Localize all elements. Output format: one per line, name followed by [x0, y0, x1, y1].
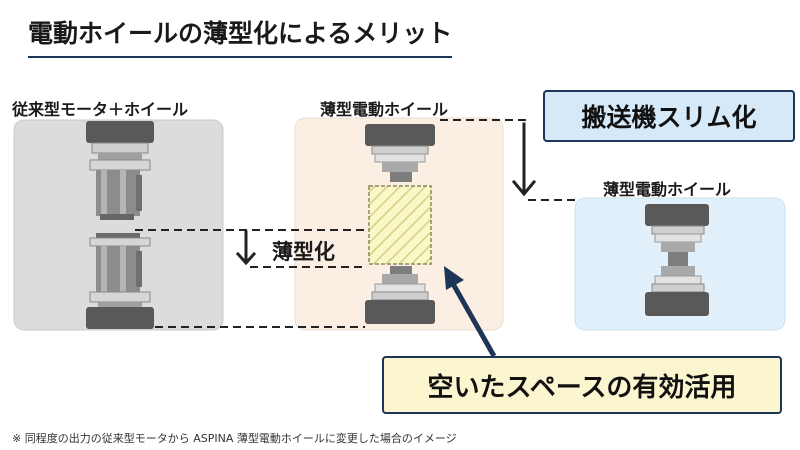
left-panel	[13, 119, 224, 331]
center-panel-label: 薄型電動ホイール	[320, 100, 449, 119]
space-arrow	[444, 266, 497, 358]
dashed-guides	[135, 119, 575, 328]
slim-callout-box: 搬送機スリム化	[543, 90, 795, 142]
page-title: 電動ホイールの薄型化によるメリット	[28, 14, 453, 58]
conventional-motor-top	[86, 121, 154, 220]
thin-wheel-top	[365, 124, 435, 182]
left-panel-label: 従来型モータ＋ホイール	[12, 100, 189, 119]
thinning-label: 薄型化	[272, 240, 335, 264]
right-panel-label: 薄型電動ホイール	[603, 180, 732, 199]
down-arrows	[235, 122, 537, 266]
thin-wheel-bottom	[365, 266, 435, 324]
space-callout-box: 空いたスペースの有効活用	[382, 356, 782, 414]
footnote: ※ 同程度の出力の従来型モータから ASPINA 薄型電動ホイールに変更した場合…	[12, 432, 457, 445]
freed-space-area	[368, 185, 432, 265]
compact-thin-wheel	[645, 204, 709, 316]
conventional-motor-bottom	[86, 233, 154, 329]
